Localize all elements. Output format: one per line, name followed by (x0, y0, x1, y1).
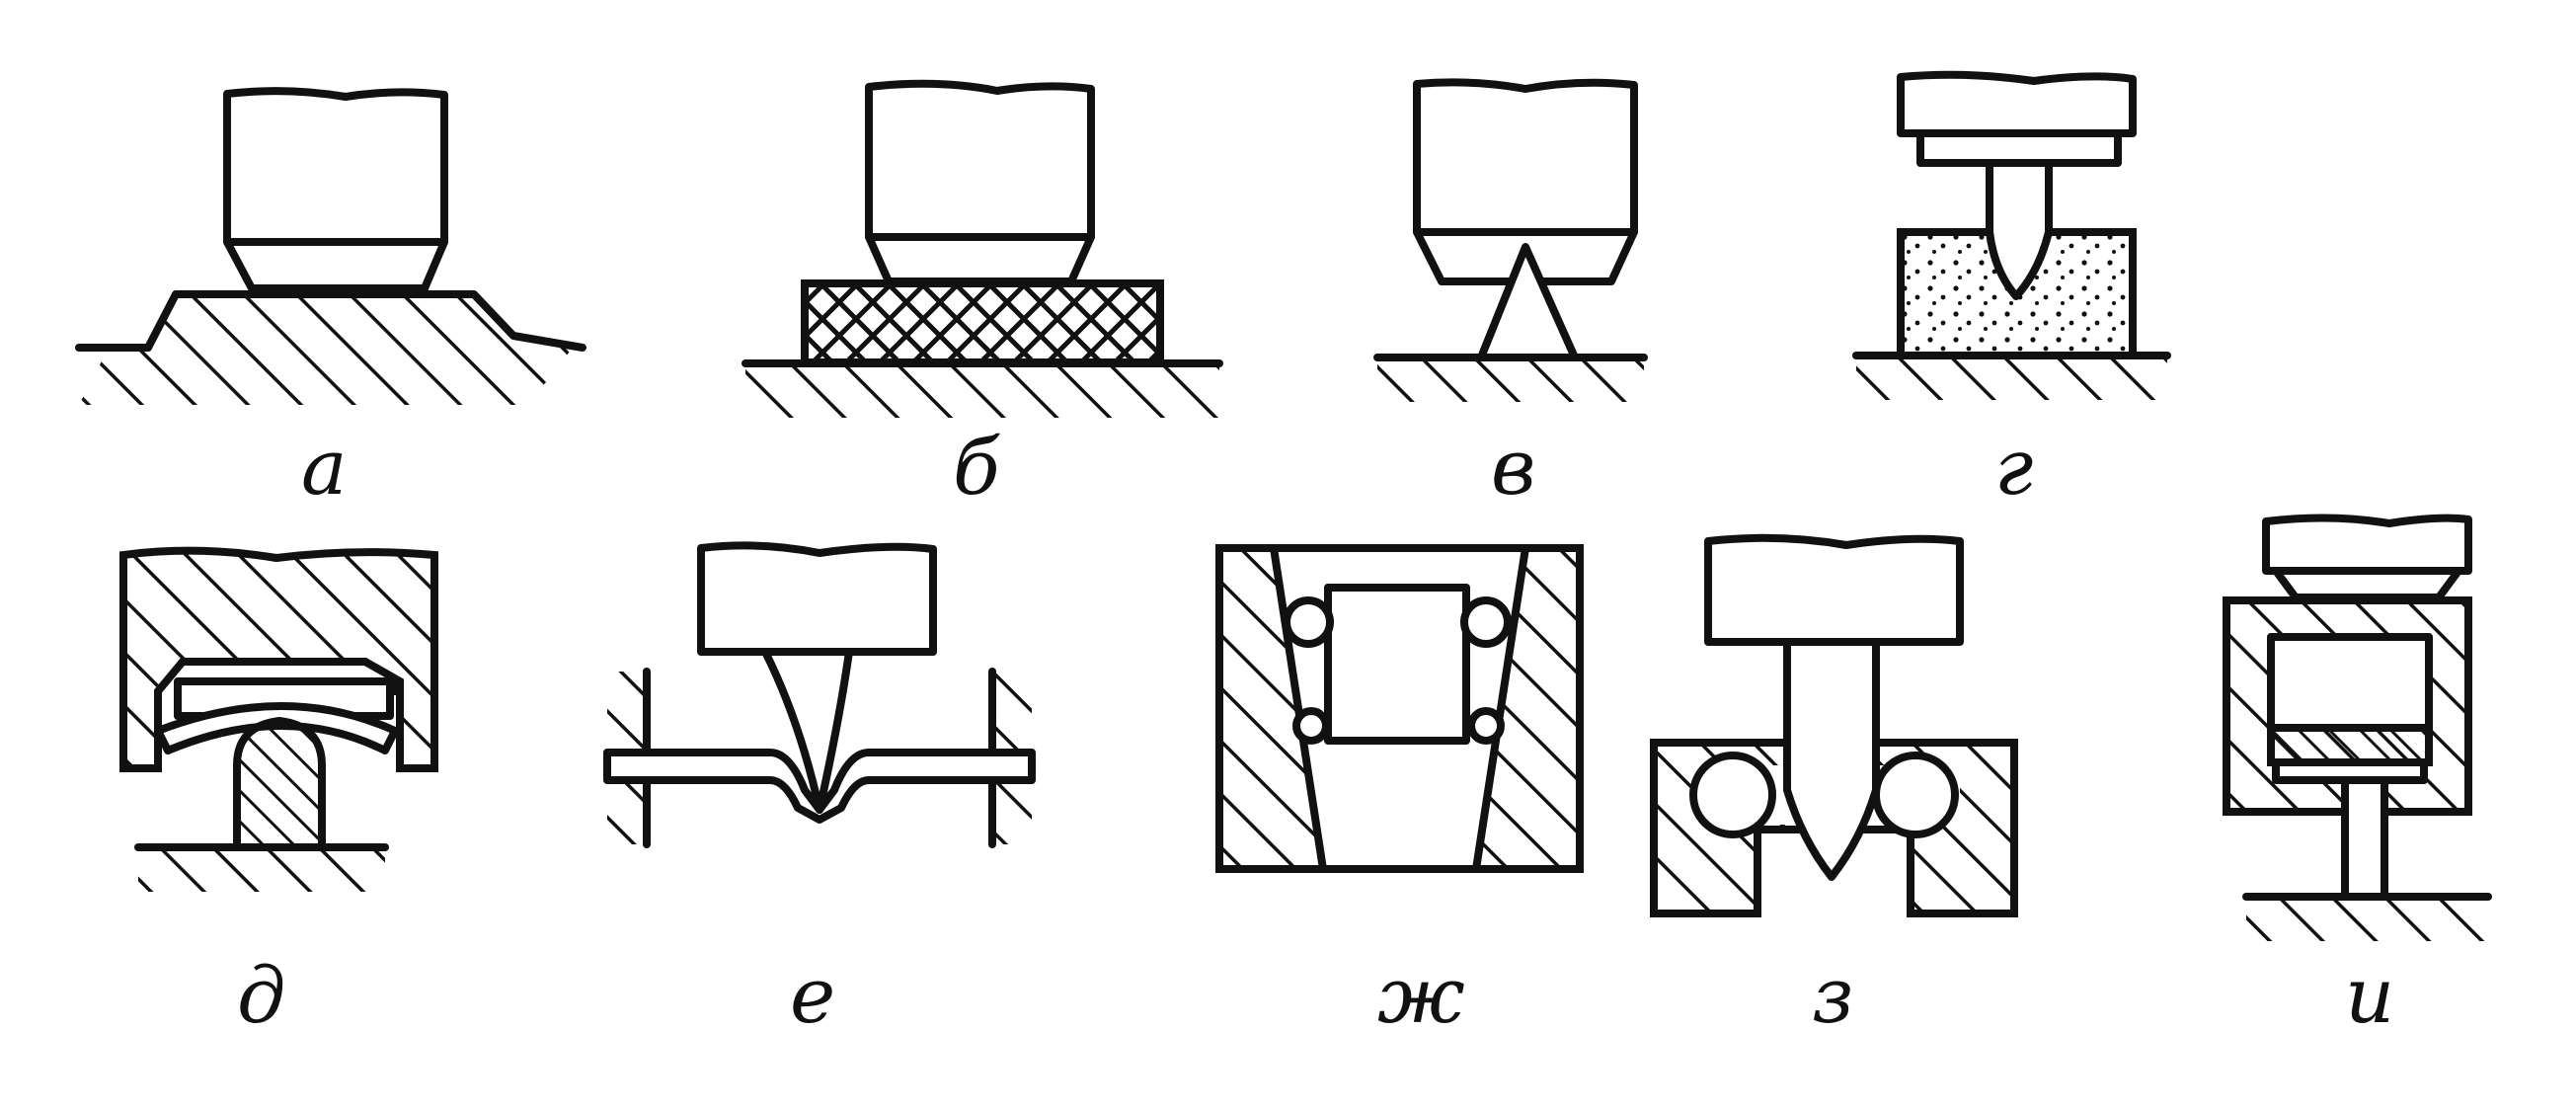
label-i: и (2345, 952, 2394, 1041)
label-zh: ж (1377, 952, 1465, 1041)
figure-b: б (742, 79, 1223, 513)
label-v: в (1491, 424, 1535, 513)
label-e: е (790, 952, 835, 1041)
figure-zh: ж (1215, 544, 1584, 1041)
label-b: б (953, 424, 1000, 513)
figure-e: е (603, 541, 1036, 1041)
label-z: з (1812, 952, 1854, 1041)
figure-d: д (119, 546, 438, 1041)
figure-z: з (1650, 533, 2018, 1041)
figure-a: а (75, 87, 586, 513)
figure-i: и (2223, 514, 2492, 1041)
figure-v: в (1373, 78, 1648, 513)
figure-g: г (1852, 70, 2171, 513)
label-a: а (301, 424, 348, 513)
label-g: г (1994, 424, 2033, 513)
label-d: д (237, 952, 285, 1041)
